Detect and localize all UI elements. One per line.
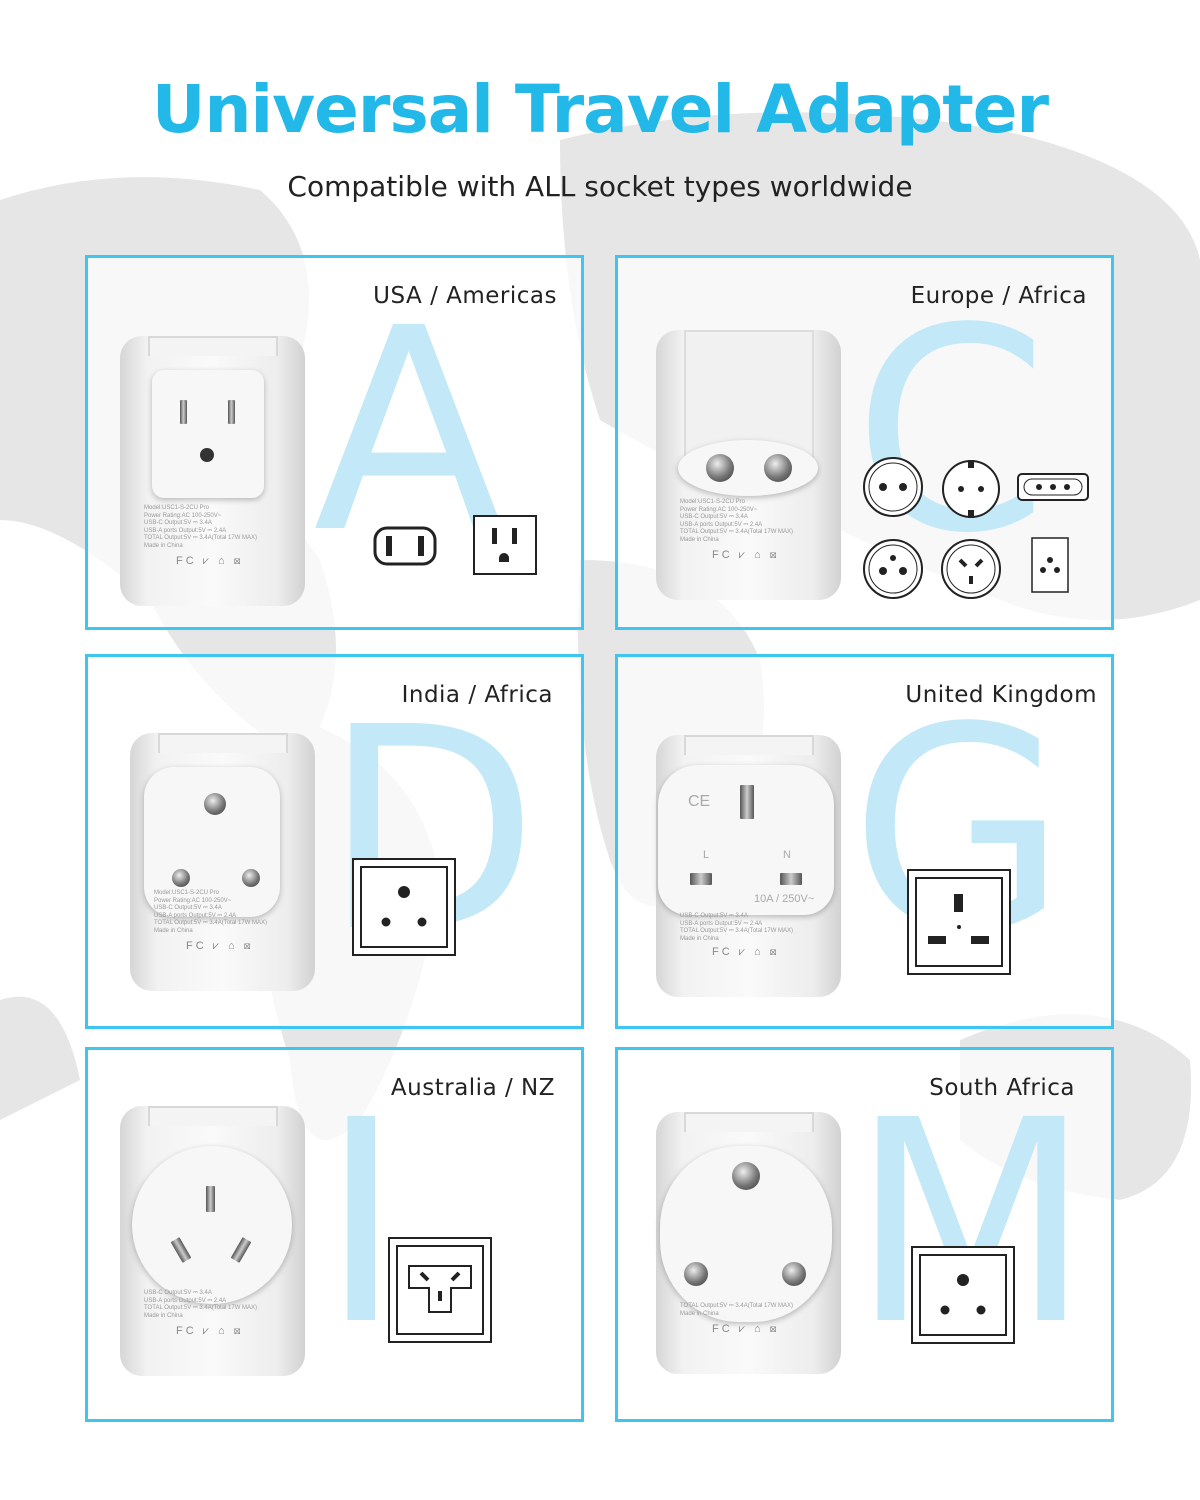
cert-marks: FC ⩗ ⌂ ⊠ — [176, 1325, 244, 1337]
socket-type-a-icon — [373, 526, 437, 566]
plug-face-type-a — [152, 370, 264, 498]
rating-mark: 10A / 250V~ — [754, 893, 815, 905]
cert-marks: FC ⩗ ⌂ ⊠ — [186, 940, 254, 952]
region-label: India / Africa — [401, 682, 553, 708]
socket-type-e-icon — [863, 539, 923, 599]
socket-type-h-icon — [941, 539, 1001, 599]
region-label: USA / Americas — [373, 283, 557, 309]
cert-marks: FC ⩗ ⌂ ⊠ — [712, 1323, 780, 1335]
socket-type-i-icon — [388, 1237, 492, 1343]
cert-marks: FC ⩗ ⌂ ⊠ — [712, 946, 780, 958]
cert-marks: FC ⩗ ⌂ ⊠ — [176, 555, 244, 567]
live-mark: L — [703, 849, 710, 861]
card-type-g: G United Kingdom CE L N 10A / 250V~ USB-… — [615, 654, 1114, 1029]
adapter-image: CE L N 10A / 250V~ USB-C Output:5V ⎓ 3.4… — [656, 735, 841, 997]
type-letter: A — [313, 269, 505, 595]
cert-marks: FC ⩗ ⌂ ⊠ — [712, 549, 780, 561]
socket-type-l-icon — [1017, 473, 1089, 501]
socket-type-j-icon — [1031, 537, 1069, 593]
socket-type-b-icon — [473, 515, 537, 575]
page-title: Universal Travel Adapter — [151, 71, 1049, 148]
socket-type-g-icon — [907, 869, 1011, 975]
socket-type-d-icon — [352, 858, 456, 956]
region-label: United Kingdom — [905, 682, 1097, 708]
type-letter: C — [853, 269, 1049, 595]
region-label: Europe / Africa — [910, 283, 1087, 309]
ce-mark: CE — [688, 793, 711, 810]
spec-text: TOTAL Output:5V ⎓ 3.4A(Total 17W MAX)Mad… — [680, 1303, 794, 1317]
socket-type-f-icon — [942, 460, 1000, 518]
card-type-m: M South Africa TOTAL Output:5V ⎓ 3.4A(To… — [615, 1047, 1114, 1422]
adapter-image: TOTAL Output:5V ⎓ 3.4A(Total 17W MAX)Mad… — [656, 1112, 841, 1374]
page-subtitle: Compatible with ALL socket types worldwi… — [287, 170, 913, 203]
neutral-mark: N — [783, 849, 791, 861]
socket-type-c-icon — [863, 457, 923, 517]
plug-face-type-m — [660, 1146, 832, 1322]
region-label: South Africa — [929, 1075, 1075, 1101]
region-label: Australia / NZ — [390, 1075, 555, 1101]
plug-face-type-g: CE L N 10A / 250V~ — [658, 765, 834, 915]
plug-face-type-c — [678, 440, 818, 496]
plug-face-type-d — [144, 767, 280, 917]
plug-face-type-i — [132, 1146, 292, 1304]
socket-type-m-icon — [911, 1246, 1015, 1344]
